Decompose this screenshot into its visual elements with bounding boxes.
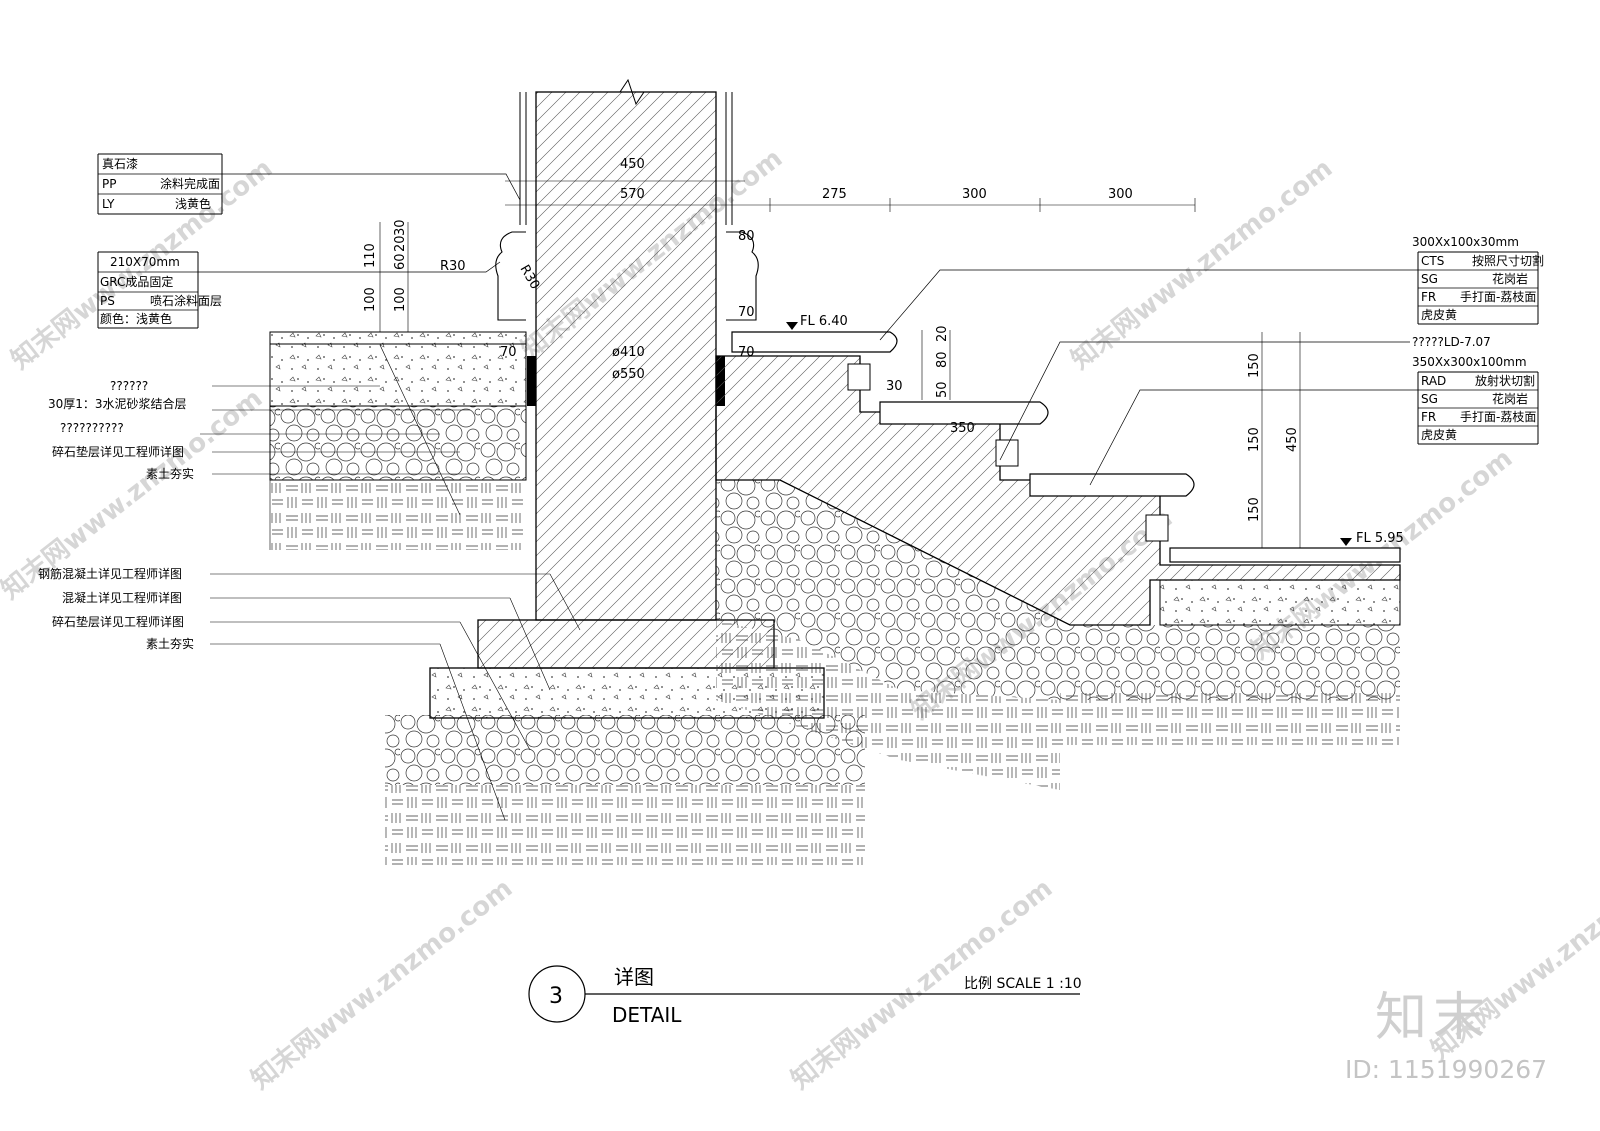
callout-desc: 喷石涂料面层	[150, 293, 222, 308]
dim-label: 100	[363, 287, 378, 312]
callout-code: 虎皮黄	[1421, 308, 1457, 322]
left-paving	[269, 331, 527, 550]
callout-code: FR	[1421, 410, 1436, 424]
detail-number: 3	[549, 984, 563, 1009]
scale-label: 比例 SCALE 1 :10	[964, 976, 1082, 992]
dim-label: 150	[1247, 497, 1262, 522]
callout-code: 虎皮黄	[1421, 428, 1457, 442]
callout-code: SG	[1421, 272, 1438, 286]
dim-label: 275	[822, 187, 847, 202]
dim-label: 300	[962, 187, 987, 202]
dim-label: 350	[950, 421, 975, 436]
dim-label: 300	[1108, 187, 1133, 202]
dim-label: 70	[738, 305, 755, 320]
dim-label: 150	[1247, 353, 1262, 378]
dim-label: 30	[886, 379, 903, 394]
left-layer-notes: ?????? 30厚1：3水泥砂浆结合层 ?????????? 碎石垫层详见工程…	[48, 344, 470, 516]
callout-code: GRC成品固定	[100, 274, 173, 289]
dim-label: 20	[393, 235, 408, 252]
layer-note: ??????????	[60, 421, 124, 435]
callout-code: CTS	[1421, 254, 1444, 268]
dim-label: 570	[620, 187, 645, 202]
callout-code: RAD	[1421, 374, 1446, 388]
level-markers: FL 6.40 FL 5.95	[786, 314, 1404, 546]
layer-note: 混凝土详见工程师详图	[62, 590, 182, 605]
layer-note: 素土夯实	[146, 466, 194, 481]
dim-label: 70	[738, 345, 755, 360]
callout-code: FR	[1421, 290, 1436, 304]
dim-label: 450	[1285, 427, 1300, 452]
callout-code: PS	[100, 294, 115, 308]
dimensions	[379, 180, 1400, 549]
dim-label: 150	[1247, 427, 1262, 452]
callout-code: 真石漆	[102, 157, 138, 171]
title-cn: 详图	[614, 965, 654, 989]
dim-label: 110	[363, 243, 378, 268]
dim-label: 60	[393, 253, 408, 270]
ld-note: ?????LD-7.07	[999, 335, 1491, 461]
callout-code: 210X70mm	[110, 255, 180, 269]
watermark: 知末网www.znzmo.com	[246, 873, 518, 1095]
dim-label: 450	[620, 157, 645, 172]
layer-note: 碎石垫层详见工程师详图	[52, 614, 184, 629]
callout-code: 350Xx300x100mm	[1412, 355, 1527, 369]
dim-label: ø410	[612, 345, 645, 360]
level-label: FL 6.40	[800, 314, 848, 329]
dim-label: 80	[935, 351, 950, 368]
title-block: 3 详图 DETAIL 比例 SCALE 1 :10	[528, 965, 1082, 1027]
callout-desc: 花岗岩	[1492, 271, 1528, 286]
footing-layer-notes: 钢筋混凝土详见工程师详图 混凝土详见工程师详图 碎石垫层详见工程师详图 素土夯实	[38, 566, 581, 821]
layer-note: 钢筋混凝土详见工程师详图	[38, 566, 182, 581]
id-watermark: ID: 1151990267	[1345, 1055, 1548, 1084]
callout-code: SG	[1421, 392, 1438, 406]
callout-desc: 浅黄色	[175, 197, 211, 211]
layer-note: ??????	[110, 379, 148, 393]
layer-note: 碎石垫层详见工程师详图	[52, 444, 184, 459]
callout-desc: 放射状切割	[1475, 373, 1535, 388]
dim-label: 100	[393, 287, 408, 312]
step-callout: 350Xx300x100mm RAD 放射状切割 SG 花岗岩 FR 手打面-荔…	[1089, 355, 1539, 486]
layer-note: 素土夯实	[146, 636, 194, 651]
callout-code: LY	[102, 197, 115, 211]
dim-label: 70	[500, 345, 517, 360]
reference-note: ?????LD-7.07	[1412, 335, 1491, 349]
dim-label: R30	[440, 259, 466, 274]
brand-watermark: 知末	[1375, 988, 1492, 1048]
callout-desc: 花岗岩	[1492, 391, 1528, 406]
level-label: FL 5.95	[1356, 531, 1404, 546]
callout-code: 颜色：浅黄色	[100, 311, 172, 326]
dim-label: ø550	[612, 367, 645, 382]
dim-label: 20	[935, 325, 950, 342]
callout-desc: 手打面-荔枝面	[1460, 409, 1536, 424]
layer-note: 30厚1：3水泥砂浆结合层	[48, 396, 187, 411]
title-en: DETAIL	[612, 1003, 682, 1027]
callout-desc: 涂料完成面	[160, 176, 220, 191]
callout-desc: 手打面-荔枝面	[1460, 289, 1536, 304]
callout-desc: 按照尺寸切割	[1472, 253, 1544, 268]
callout-code: PP	[102, 177, 116, 191]
wall-finish-callout: 真石漆 PP 涂料完成面 LY 浅黄色	[97, 153, 521, 215]
dim-label: 30	[393, 219, 408, 236]
steps-section	[715, 331, 1401, 790]
dim-label: 80	[738, 229, 755, 244]
tread-callout: 300Xx100x30mm CTS 按照尺寸切割 SG 花岗岩 FR 手打面-荔…	[879, 235, 1544, 341]
dim-label: 50	[935, 381, 950, 398]
callout-code: 300Xx100x30mm	[1412, 235, 1519, 249]
cap-callout: 210X70mm GRC成品固定 PS 喷石涂料面层 颜色：浅黄色	[97, 251, 501, 329]
dimension-text: 450 570 275 300 300 110 100 100 60 20 30…	[363, 157, 1300, 522]
